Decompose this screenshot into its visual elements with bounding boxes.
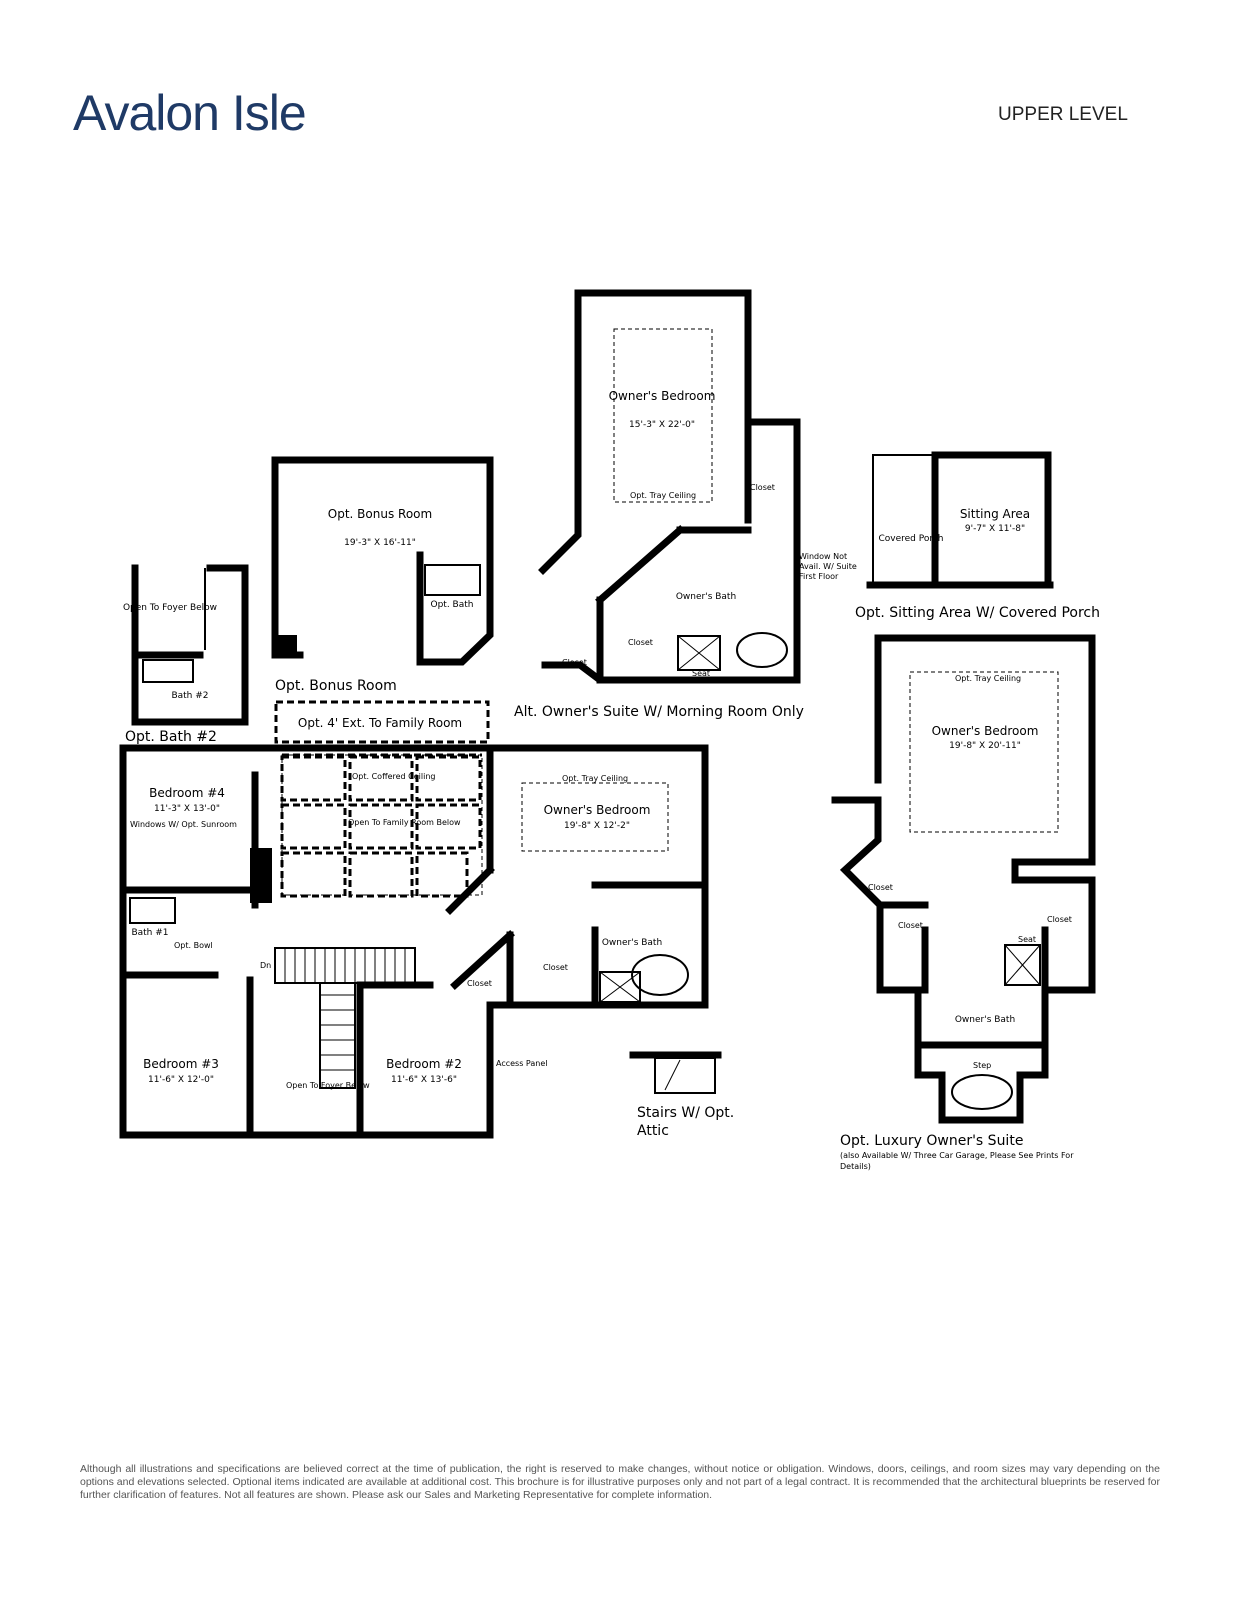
tray-ceiling-note: Opt. Tray Ceiling	[562, 774, 628, 783]
covered-porch-label: Covered Porch	[878, 534, 943, 544]
stairs-attic-option	[629, 1051, 722, 1094]
bath-1-label: Bath #1	[131, 928, 168, 938]
coffered-note: Opt. Coffered Ceiling	[352, 772, 436, 781]
alt-bath-label: Owner's Bath	[676, 592, 736, 602]
lux-seat: Seat	[1018, 935, 1036, 944]
room-bedroom-2-name: Bedroom #2	[386, 1057, 462, 1071]
stairs-caption-2: Attic	[637, 1123, 669, 1139]
owners-bath-label: Owner's Bath	[602, 938, 662, 948]
sitting-caption: Opt. Sitting Area W/ Covered Porch	[855, 605, 1100, 621]
alt-room-name: Owner's Bedroom	[609, 389, 716, 403]
closet-label: Closet	[543, 963, 568, 972]
alt-room-size: 15'-3" X 22'-0"	[629, 420, 695, 430]
room-bedroom-4-name: Bedroom #4	[149, 786, 225, 800]
disclaimer-text: Although all illustrations and specifica…	[80, 1463, 1160, 1501]
room-bedroom-3-size: 11'-6" X 12'-0"	[148, 1075, 214, 1085]
lux-caption: Opt. Luxury Owner's Suite	[840, 1133, 1023, 1149]
lux-room-name: Owner's Bedroom	[932, 724, 1039, 738]
bath2-open-foyer: Open To Foyer Below	[123, 603, 217, 613]
windows-note: Windows W/ Opt. Sunroom	[130, 820, 237, 829]
room-bedroom-2-size: 11'-6" X 13'-6"	[391, 1075, 457, 1085]
plan-title: Avalon Isle	[73, 85, 307, 141]
open-family-note: Open To Family Room Below	[348, 818, 461, 827]
alt-closet-3: Closet	[562, 658, 587, 667]
alt-tray-note: Opt. Tray Ceiling	[630, 491, 696, 500]
stairs-down-label: Dn	[260, 961, 271, 970]
lux-room-size: 19'-8" X 20'-11"	[949, 741, 1021, 751]
room-bedroom-4-size: 11'-3" X 13'-0"	[154, 804, 220, 814]
room-owners-bedroom-name: Owner's Bedroom	[544, 803, 651, 817]
open-foyer-note: Open To Foyer Below	[286, 1081, 370, 1090]
opt-bowl-note: Opt. Bowl	[174, 941, 213, 950]
sitting-area-name: Sitting Area	[960, 507, 1030, 521]
lux-closet-1: Closet	[868, 883, 893, 892]
access-panel-note: Access Panel	[496, 1059, 548, 1068]
luxury-suite-option	[831, 634, 1096, 1124]
bonus-room-name: Opt. Bonus Room	[328, 507, 432, 521]
room-bedroom-3-name: Bedroom #3	[143, 1057, 219, 1071]
bonus-caption: Opt. Bonus Room	[275, 678, 397, 694]
room-owners-bedroom-size: 19'-8" X 12'-2"	[564, 821, 630, 831]
alt-seat-label: Seat	[692, 669, 710, 678]
alt-closet-1: Closet	[750, 483, 775, 492]
alt-owners-suite	[538, 289, 801, 684]
bath2-label: Bath #2	[171, 691, 208, 701]
bath-2-option	[131, 564, 249, 726]
bath2-caption: Opt. Bath #2	[125, 729, 217, 745]
alt-closet-2: Closet	[628, 638, 653, 647]
main-plan	[119, 700, 709, 1139]
family-room-extension-label: Opt. 4' Ext. To Family Room	[298, 716, 462, 730]
closet-label-2: Closet	[467, 979, 492, 988]
lux-tray-note: Opt. Tray Ceiling	[955, 674, 1021, 683]
bonus-room-option	[271, 456, 494, 666]
lux-closet-2: Closet	[898, 921, 923, 930]
lux-step-label: Step	[973, 1061, 991, 1070]
bonus-bath-label: Opt. Bath	[431, 600, 474, 610]
sitting-area-option	[866, 451, 1054, 589]
alt-suite-caption: Alt. Owner's Suite W/ Morning Room Only	[514, 704, 804, 720]
lux-bath-label: Owner's Bath	[955, 1015, 1015, 1025]
stairs-caption-1: Stairs W/ Opt.	[637, 1105, 734, 1121]
lux-caption-note: (also Available W/ Three Car Garage, Ple…	[840, 1151, 1074, 1171]
sitting-area-size: 9'-7" X 11'-8"	[965, 524, 1025, 534]
lux-closet-3: Closet	[1047, 915, 1072, 924]
alt-window-note: Window Not Avail. W/ Suite First Floor	[799, 552, 857, 581]
bonus-room-size: 19'-3" X 16'-11"	[344, 538, 416, 548]
level-label: UPPER LEVEL	[998, 104, 1128, 125]
